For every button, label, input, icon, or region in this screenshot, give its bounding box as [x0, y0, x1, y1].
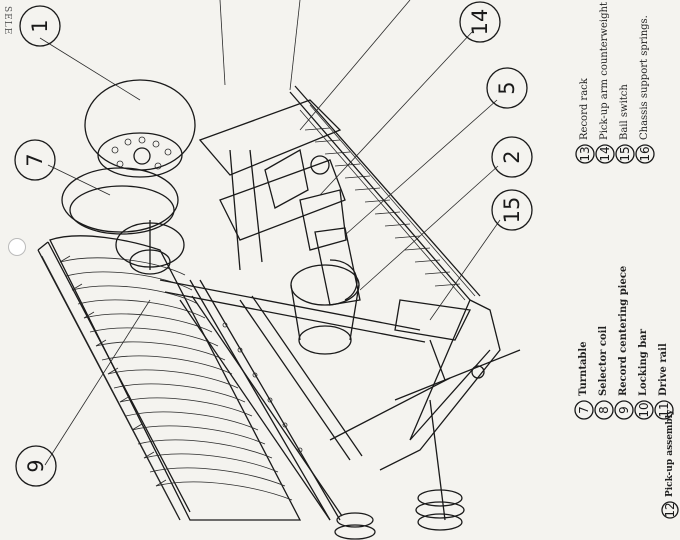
motor-housing [84, 79, 196, 178]
turntable [61, 167, 185, 275]
svg-text:Chassis support springs.: Chassis support springs. [639, 15, 650, 140]
bail-switch [394, 299, 485, 381]
callout-2-label: 2 [500, 150, 524, 163]
svg-text:8: 8 [597, 406, 611, 414]
callout-1-label: 1 [28, 19, 52, 32]
legend-item-9: 9 Record centering piece [614, 266, 634, 420]
pickup-assembly [198, 99, 361, 306]
svg-text:Turntable: Turntable [578, 341, 589, 396]
svg-text:15: 15 [618, 146, 632, 161]
legend-item-11: 11 Drive rail [654, 343, 674, 420]
svg-text:16: 16 [638, 146, 652, 161]
legend-item-14: 14 Pick-up arm counterweight [595, 2, 615, 164]
legend-item-8: 8 Selector coil [594, 326, 614, 420]
callout-9: 9 [15, 445, 57, 487]
svg-text:11: 11 [657, 402, 671, 417]
svg-text:Locking bar: Locking bar [638, 328, 649, 396]
locking-bar [189, 279, 341, 521]
leader-lines [39, 0, 501, 466]
callout-15-label: 15 [500, 197, 524, 224]
svg-text:13: 13 [578, 146, 592, 161]
svg-text:Record centering piece: Record centering piece [618, 266, 629, 396]
callout-15: 15 [491, 189, 533, 231]
callout-1: 1 [19, 5, 61, 47]
record-rack [41, 235, 302, 521]
svg-text:Pick-up assembly: Pick-up assembly [665, 409, 675, 497]
svg-text:7: 7 [577, 406, 591, 414]
legend-item-10: 10 Locking bar [634, 328, 654, 420]
binder-hole [8, 238, 26, 256]
legend-item-15: 15 Bail switch [615, 84, 635, 164]
svg-text:10: 10 [637, 402, 651, 417]
callout-7-label: 7 [23, 153, 47, 166]
svg-text:14: 14 [598, 146, 612, 161]
svg-text:Selector coil: Selector coil [598, 326, 609, 396]
callout-7: 7 [14, 139, 56, 181]
header-fragment: SELE [2, 6, 12, 36]
svg-text:Drive rail: Drive rail [658, 343, 669, 396]
legend-item-16: 16 Chassis support springs. [635, 15, 655, 164]
svg-text:Pick-up arm counterweight: Pick-up arm counterweight [599, 2, 610, 140]
svg-text:Record rack: Record rack [579, 77, 590, 140]
callout-5: 5 [486, 67, 528, 109]
callout-2: 2 [491, 136, 533, 178]
legend-item-7: 7 Turntable [574, 341, 594, 420]
selector-coil [290, 264, 360, 355]
chassis-support-springs [334, 489, 465, 540]
legend-item-12: 12 Pick-up assembly [661, 409, 679, 519]
callout-14-label: 14 [468, 9, 492, 36]
legend-right: 13 Record rack 14 Pick-up arm counterwei… [575, 2, 655, 164]
callout-9-label: 9 [24, 459, 48, 472]
drive-rail [159, 279, 426, 521]
svg-text:Bail switch: Bail switch [619, 84, 630, 140]
callout-14: 14 [459, 1, 501, 43]
legend-bottom: 7 Turntable 8 Selector coil 9 Record cen… [574, 266, 679, 519]
svg-text:12: 12 [663, 502, 677, 517]
legend-item-13: 13 Record rack [575, 77, 595, 164]
callout-5-label: 5 [495, 81, 519, 94]
svg-text:9: 9 [617, 406, 631, 414]
